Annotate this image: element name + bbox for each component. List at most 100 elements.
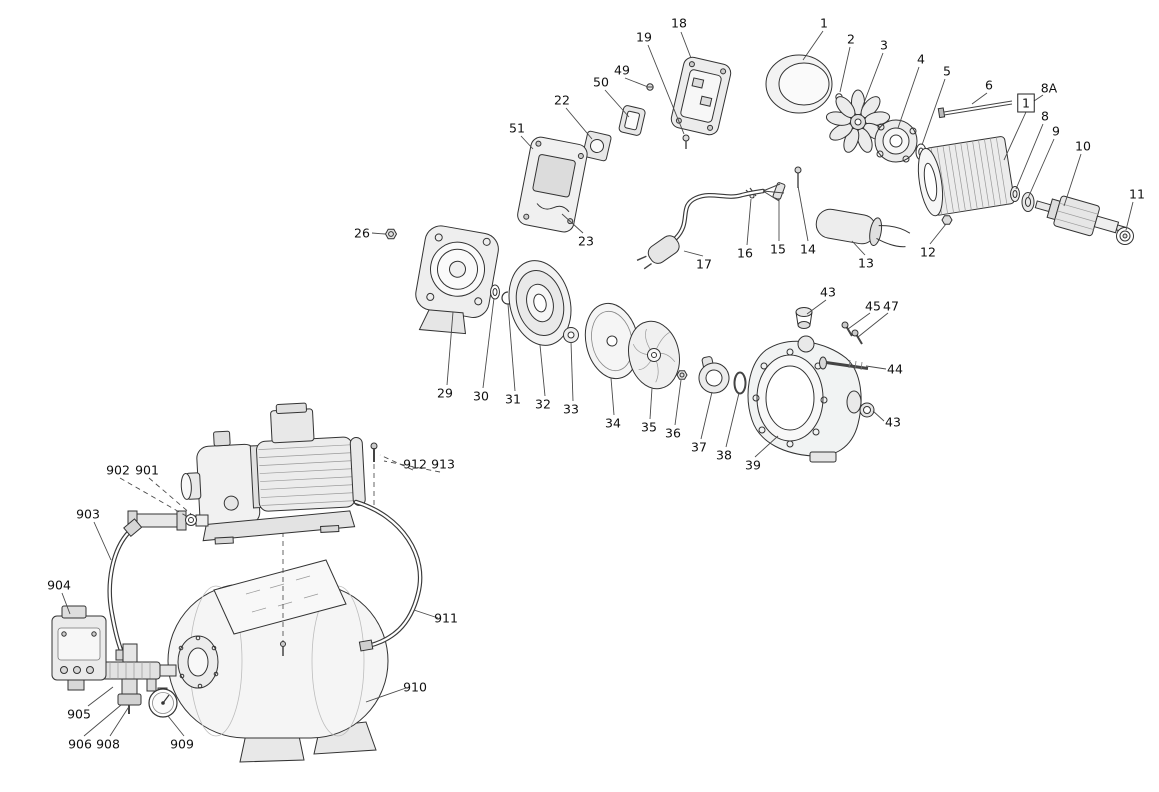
part-label-5: 5 (943, 63, 951, 78)
part-label-911: 911 (434, 610, 458, 625)
leader-line-36 (674, 379, 682, 426)
leader-line-38 (725, 392, 740, 448)
leader-line-1 (802, 30, 824, 61)
leader-line-32 (539, 344, 546, 397)
cap-43-top (795, 307, 813, 329)
drain-plug (117, 693, 142, 714)
terminal-box-cover (517, 136, 588, 233)
leader-line-19 (647, 44, 685, 135)
part-label-909: 909 (170, 736, 194, 751)
part-label-43-bottom: 43 (885, 414, 901, 429)
leader-line-39 (754, 435, 779, 458)
part-label-6: 6 (985, 77, 993, 92)
fan-cover (765, 54, 833, 114)
leader-line-26 (371, 232, 386, 235)
part-label-910: 910 (403, 679, 427, 694)
pump-motor-unit (180, 402, 366, 545)
nut-12 (941, 215, 953, 225)
part-label-14: 14 (800, 241, 816, 256)
part-label-904: 904 (47, 577, 71, 592)
mounting-bolt (280, 641, 286, 656)
nut-26 (384, 228, 398, 240)
part-label-39: 39 (745, 457, 761, 472)
part-label-34: 34 (605, 415, 621, 430)
part-label-31: 31 (505, 391, 521, 406)
leader-line-903 (93, 521, 112, 561)
power-cable (353, 499, 423, 652)
leader-line-902 (119, 477, 189, 518)
part-label-11: 11 (1129, 186, 1145, 201)
nut-36 (676, 370, 688, 380)
part-label-1: 1 (820, 15, 828, 30)
leader-line-910 (365, 687, 407, 703)
tank-flange (177, 635, 219, 689)
mechanical-seal-seat-32 (508, 260, 572, 346)
pressure-switch (51, 605, 107, 691)
screw-45 (841, 321, 853, 337)
leader-line-35 (649, 387, 653, 420)
leader-line-43-bottom (872, 410, 885, 422)
leader-line-50 (604, 89, 630, 118)
leader-line-22 (565, 107, 593, 140)
leader-line-5 (921, 78, 946, 146)
pressure-tank (167, 583, 389, 739)
switch-50 (618, 105, 646, 136)
part-label-16: 16 (737, 245, 753, 260)
leader-line-901 (148, 477, 192, 515)
part-label-30: 30 (473, 388, 489, 403)
leader-line-17 (683, 250, 704, 257)
leader-line-29 (446, 311, 454, 386)
leader-line-13 (851, 240, 866, 256)
part-label-3: 3 (880, 37, 888, 52)
part-label-4: 4 (917, 51, 925, 66)
part-label-19: 19 (636, 29, 652, 44)
part-label-35: 35 (641, 419, 657, 434)
part-label-13: 13 (858, 255, 874, 270)
leader-line-4 (897, 66, 920, 129)
leader-line-1-boxed (1003, 111, 1027, 161)
leader-line-16 (746, 198, 752, 246)
part-label-51: 51 (509, 120, 525, 135)
capacitor (815, 208, 911, 248)
stator (917, 136, 1015, 217)
leader-line-45 (847, 312, 871, 330)
power-plug (636, 235, 680, 270)
leader-lines (61, 30, 1134, 737)
mounting-plate (213, 559, 347, 635)
part-label-26: 26 (354, 225, 370, 240)
part-label-8A: 8A (1041, 80, 1058, 95)
part-label-1-boxed: 1 (1022, 95, 1030, 110)
part-label-38: 38 (716, 447, 732, 462)
diffuser-37 (698, 356, 730, 394)
leader-line-9 (1027, 138, 1055, 199)
part-label-18: 18 (671, 15, 687, 30)
leader-line-908 (109, 704, 131, 737)
leader-line-913 (383, 460, 441, 473)
part-label-29: 29 (437, 385, 453, 400)
leader-line-49 (624, 77, 649, 88)
leader-line-47 (857, 312, 889, 338)
part-label-23: 23 (578, 233, 594, 248)
stator-bolt (937, 100, 1013, 119)
part-label-45: 45 (865, 298, 881, 313)
power-cord (673, 183, 785, 241)
cable-clamp-15 (772, 182, 786, 200)
seal-plate-34 (584, 302, 640, 380)
suction-hose (107, 518, 143, 661)
part-label-9: 9 (1052, 123, 1060, 138)
screw-19 (682, 134, 690, 149)
part-label-15: 15 (770, 241, 786, 256)
leader-line-43-top (806, 299, 827, 315)
part-label-43-top: 43 (820, 284, 836, 299)
leader-line-912 (379, 454, 414, 471)
leader-line-23 (561, 213, 584, 234)
pump-housing-39 (747, 335, 862, 463)
leader-line-8A (1033, 94, 1044, 102)
leader-line-905 (87, 686, 114, 707)
leader-line-51 (520, 135, 534, 150)
part-label-912: 912 (403, 456, 427, 471)
screw-14 (794, 166, 802, 188)
washer-30 (490, 284, 500, 300)
bearing-11 (1116, 227, 1134, 245)
